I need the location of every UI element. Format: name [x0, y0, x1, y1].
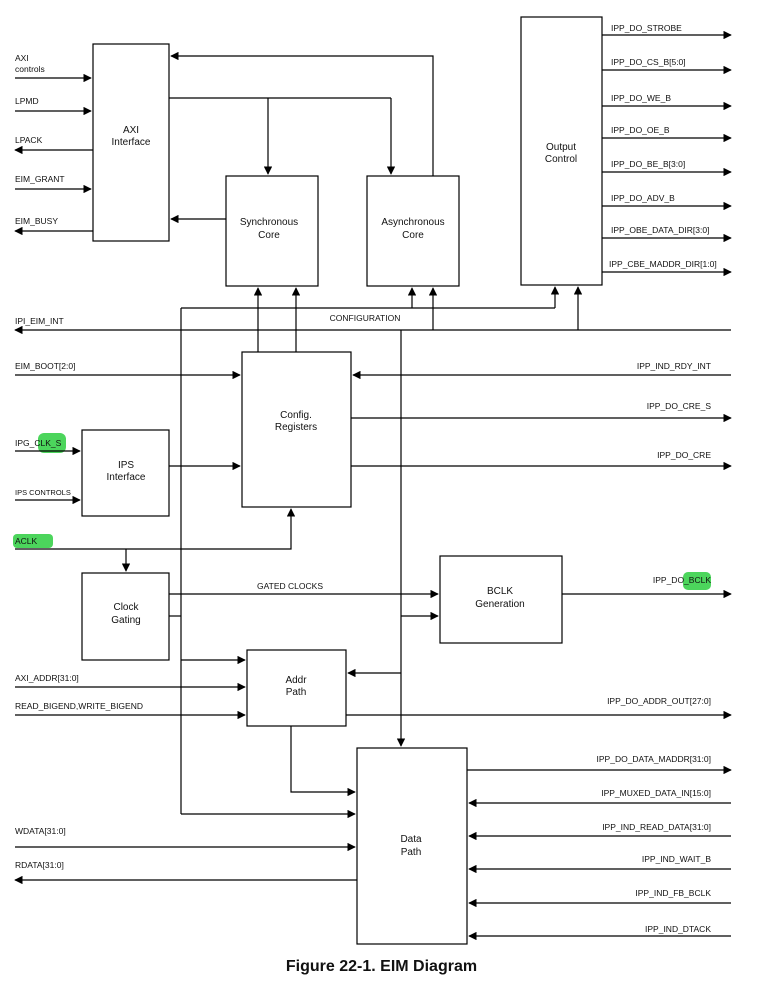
addr-path-block [246, 649, 347, 727]
async-core-label-1: Asynchronous [381, 217, 444, 228]
ips-controls-label: IPS CONTROLS [15, 488, 71, 497]
ips-interface-label-1: IPS [118, 460, 134, 471]
do-cre-label: IPP_DO_CRE [657, 450, 711, 460]
ind-rdy-int-label: IPP_IND_RDY_INT [637, 361, 711, 371]
eim-grant-label: EIM_GRANT [15, 174, 65, 184]
aclk-label: ACLK [15, 536, 38, 546]
strobe-label: IPP_DO_STROBE [611, 23, 682, 33]
async-core-to-axi-wire [170, 51, 434, 176]
data-path-label-2: Path [401, 847, 422, 858]
ips-interface-block [81, 429, 170, 517]
ipi-eim-int-label: IPI_EIM_INT [15, 316, 64, 326]
axi-controls-label-2: controls [15, 64, 45, 74]
output-control-label-2: Control [545, 154, 577, 165]
highlight-aclk [13, 534, 53, 548]
configuration-bus-label: CONFIGURATION [330, 313, 401, 323]
sync-core-label-2: Core [258, 230, 280, 241]
eim-busy-label: EIM_BUSY [15, 216, 58, 226]
bclk-generation-label-1: BCLK [487, 586, 513, 597]
do-data-maddr-label: IPP_DO_DATA_MADDR[31:0] [597, 754, 711, 764]
ips-interface-label-2: Interface [107, 472, 146, 483]
axi-controls-label-1: AXI [15, 53, 29, 63]
asynchronous-core-block [366, 175, 460, 287]
axi-interface-label-1: AXI [123, 125, 139, 136]
lpmd-label: LPMD [15, 96, 39, 106]
async-core-label-2: Core [402, 230, 424, 241]
cbe-maddr-dir-label: IPP_CBE_MADDR_DIR[1:0] [609, 259, 717, 269]
ind-read-data-label: IPP_IND_READ_DATA[31:0] [602, 822, 711, 832]
ind-dtack-label: IPP_IND_DTACK [645, 924, 711, 934]
bclk-generation-block [439, 555, 563, 644]
addr-path-to-data-path-wire [290, 726, 356, 797]
ipg-clk-s-label: IPG_CLK_S [15, 438, 62, 448]
clock-gating-block [81, 572, 170, 661]
obe-data-dir-label: IPP_OBE_DATA_DIR[3:0] [611, 225, 709, 235]
we-b-label: IPP_DO_WE_B [611, 93, 671, 103]
figure-caption: Figure 22-1. EIM Diagram [285, 958, 478, 975]
do-addr-out-label: IPP_DO_ADDR_OUT[27:0] [607, 696, 711, 706]
do-bclk-label: IPP_DO_BCLK [653, 575, 711, 585]
synchronous-core-block [225, 175, 319, 287]
addr-path-label-1: Addr [285, 675, 307, 686]
highlight-bclk [683, 572, 711, 590]
rdata-label: RDATA[31:0] [15, 860, 64, 870]
muxed-data-in-label: IPP_MUXED_DATA_IN[15:0] [601, 788, 711, 798]
clock-gating-label-1: Clock [113, 602, 139, 613]
sync-core-label-1: Synchronous [240, 217, 298, 228]
axi-interface-block [92, 43, 170, 242]
axi-interface-label-2: Interface [112, 137, 151, 148]
highlight-ipg-clk [38, 433, 66, 453]
data-path-block [356, 747, 468, 945]
config-registers-label-1: Config. [280, 410, 312, 421]
eim-boot-label: EIM_BOOT[2:0] [15, 361, 75, 371]
wdata-label: WDATA[31:0] [15, 826, 66, 836]
read-bigend-label: READ_BIGEND,WRITE_BIGEND [15, 701, 143, 711]
bclk-generation-label-2: Generation [475, 599, 524, 610]
ind-fb-bclk-label: IPP_IND_FB_BCLK [635, 888, 711, 898]
be-b-label: IPP_DO_BE_B[3:0] [611, 159, 685, 169]
data-path-label-1: Data [400, 834, 422, 845]
clock-gating-label-2: Gating [111, 615, 140, 626]
output-control-label-1: Output [546, 142, 576, 153]
axi-addr-label: AXI_ADDR[31:0] [15, 673, 79, 683]
adv-b-label: IPP_DO_ADV_B [611, 193, 675, 203]
do-cre-s-label: IPP_DO_CRE_S [647, 401, 712, 411]
cs-b-label: IPP_DO_CS_B[5:0] [611, 57, 686, 67]
lpack-label: LPACK [15, 135, 43, 145]
oe-b-label: IPP_DO_OE_B [611, 125, 670, 135]
output-control-block [520, 16, 603, 286]
config-registers-label-2: Registers [275, 422, 317, 433]
addr-path-label-2: Path [286, 687, 307, 698]
ind-wait-b-label: IPP_IND_WAIT_B [642, 854, 711, 864]
gated-clocks-label: GATED CLOCKS [257, 581, 323, 591]
aclk-to-config-wire [15, 508, 296, 550]
